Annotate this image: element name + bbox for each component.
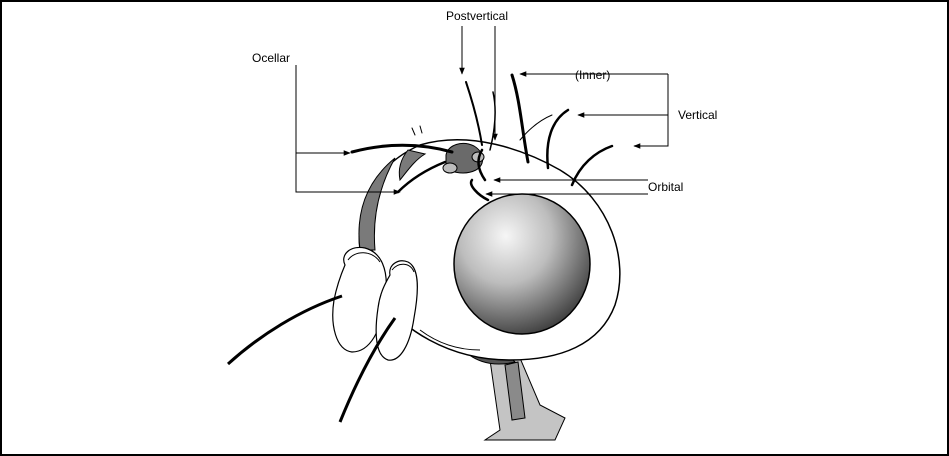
label-orbital: Orbital (648, 180, 683, 194)
label-ocellar: Ocellar (252, 51, 290, 65)
label-postvertical: Postvertical (446, 9, 508, 23)
compound-eye (454, 194, 590, 334)
label-vertical: Vertical (678, 108, 717, 122)
label-inner: (Inner) (575, 68, 610, 82)
